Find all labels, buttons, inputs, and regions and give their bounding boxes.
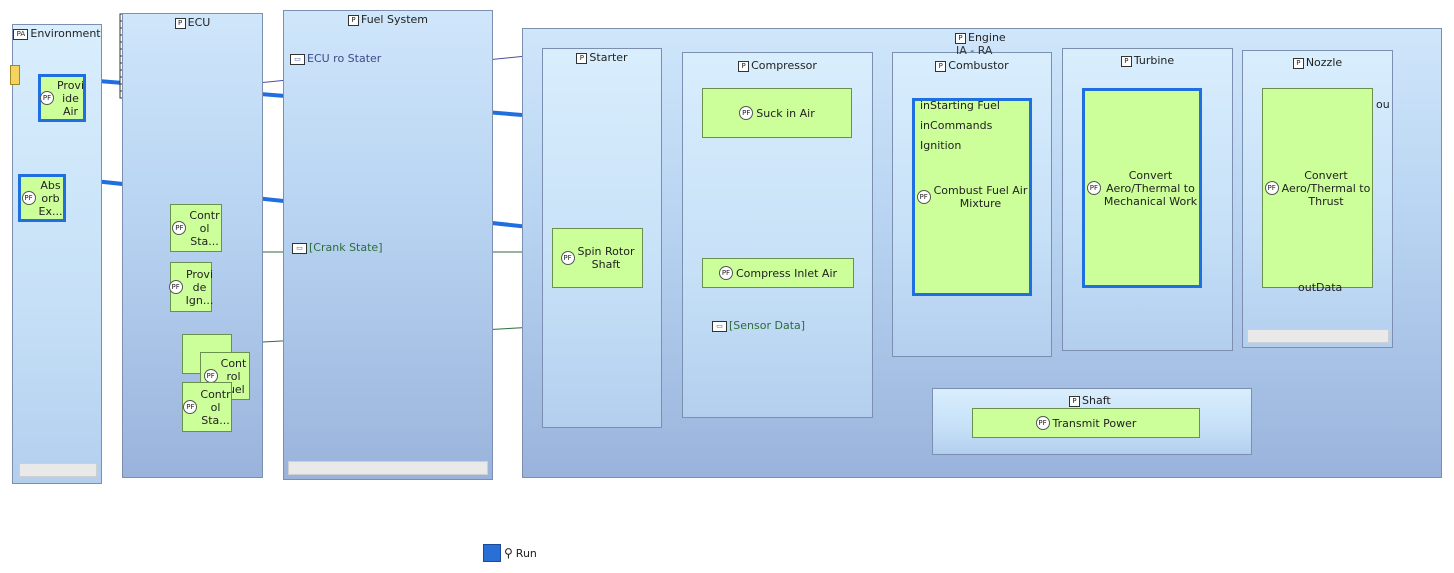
component-icon: P <box>935 60 947 72</box>
component-icon: P <box>576 52 588 64</box>
horizontal-scrollbar[interactable] <box>1247 329 1389 343</box>
component-title: Nozzle <box>1305 56 1343 69</box>
function-icon: PF <box>203 369 218 383</box>
exchange-icon: ▭ <box>292 242 307 254</box>
function-icon: PF <box>560 251 575 265</box>
component-title: Starter <box>589 51 628 64</box>
function-label: Provi de Ign... <box>185 267 214 307</box>
horizontal-scrollbar[interactable] <box>19 463 97 477</box>
function-label: Contr ol Sta... <box>189 208 220 248</box>
function-label: Convert Aero/Thermal to Mechanical Work <box>1103 168 1198 208</box>
component-title: Engine <box>968 31 1006 44</box>
component-icon: P <box>1292 57 1304 69</box>
function-icon: PF <box>1086 181 1101 195</box>
port-label-out-data: outData <box>1298 281 1343 294</box>
exchange-label-sensor-data: ▭[Sensor Data] <box>712 319 805 332</box>
component-title: Turbine <box>1133 54 1175 67</box>
function-icon: PF <box>1035 416 1050 430</box>
environment-port-marker[interactable] <box>10 65 20 85</box>
component-icon: P <box>174 17 186 29</box>
port-label-ignition: Ignition <box>920 139 962 152</box>
exchange-icon: ▭ <box>712 320 727 332</box>
component-title: Fuel System <box>360 13 429 26</box>
function-label: Convert Aero/Thermal to Thrust <box>1281 168 1371 208</box>
function-icon: PF <box>916 190 931 204</box>
function-label: Provi ide Air <box>56 78 85 118</box>
component-icon: P <box>1069 395 1080 407</box>
run-label: Run <box>515 546 537 560</box>
function-icon: PF <box>39 91 54 105</box>
function-label: Spin Rotor Shaft <box>577 245 635 271</box>
key-icon: ⚲ <box>504 546 513 560</box>
function-label: Contr ol Sta... <box>200 387 231 427</box>
component-icon: P <box>955 32 966 44</box>
function-icon: PF <box>1264 181 1279 195</box>
function-icon: PF <box>172 221 187 235</box>
port-label-in-commands: inCommands <box>920 119 993 132</box>
function-label: Suck in Air <box>756 106 815 120</box>
function-icon: PF <box>183 400 198 414</box>
port-label-ia-ra: IA - RA <box>956 44 993 57</box>
port-label-ou: ou <box>1376 98 1390 111</box>
function-label: Compress Inlet Air <box>735 266 838 280</box>
run-icon <box>483 544 501 562</box>
port-label-in-starting-fuel: inStarting Fuel <box>920 99 1000 112</box>
function-label: Abs orb Ex... <box>38 178 63 218</box>
function-icon: PF <box>21 191 36 205</box>
component-icon: P <box>1120 55 1132 67</box>
physical-actor-icon: PA <box>13 28 29 40</box>
function-icon: PF <box>739 106 754 120</box>
function-icon: PF <box>168 280 183 294</box>
component-title: Combustor <box>948 59 1009 72</box>
component-title: Environment <box>30 27 101 40</box>
component-icon: P <box>347 14 359 26</box>
component-title: Compressor <box>751 59 817 72</box>
function-label: Combust Fuel Air Mixture <box>933 184 1028 210</box>
exchange-label-ecu-to-starter: ▭ECU ro Stater <box>290 52 381 65</box>
exchange-label-crank-state: ▭[Crank State] <box>292 241 382 254</box>
component-title: Shaft <box>1082 394 1111 407</box>
function-icon: PF <box>718 266 733 280</box>
horizontal-scrollbar[interactable] <box>288 461 488 475</box>
exchange-icon: ▭ <box>290 53 305 65</box>
component-icon: P <box>738 60 750 72</box>
function-label: Transmit Power <box>1052 416 1137 430</box>
run-indicator[interactable]: ⚲ Run <box>483 544 537 562</box>
component-title: ECU <box>187 16 211 29</box>
